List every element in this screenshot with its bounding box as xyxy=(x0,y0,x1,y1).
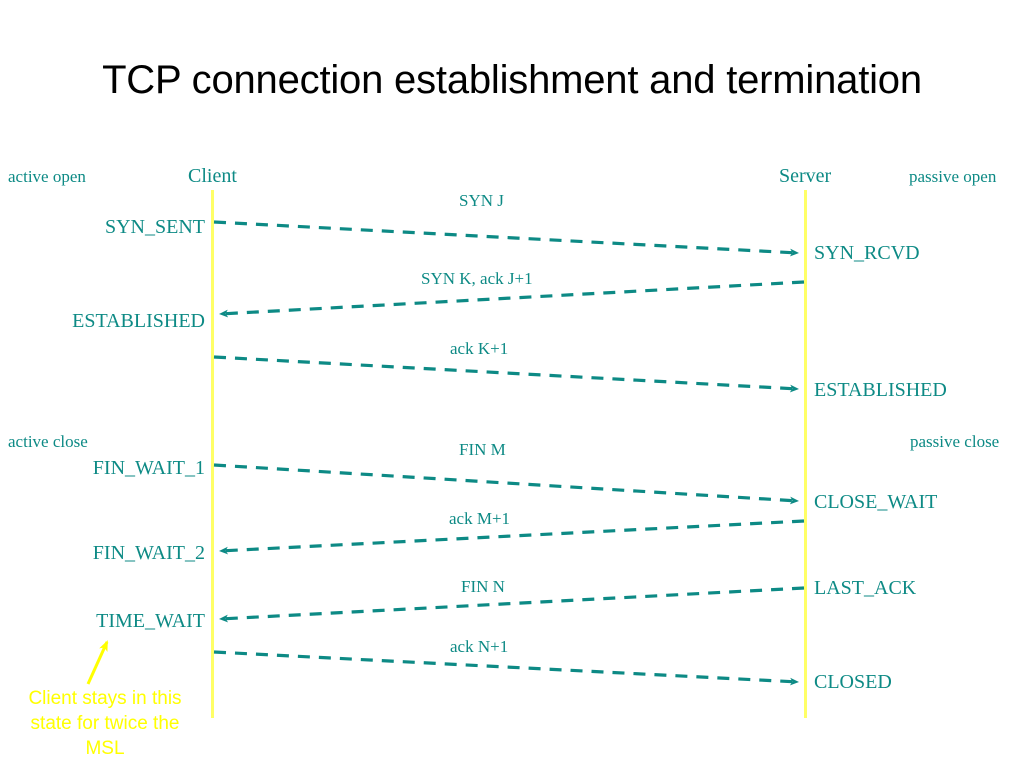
note-active-open: active open xyxy=(8,167,86,186)
message-label-syn-j: SYN J xyxy=(459,191,504,210)
note-passive-open: passive open xyxy=(909,167,997,186)
note-passive-close: passive close xyxy=(910,432,1000,451)
note-active-close: active close xyxy=(8,432,88,451)
server-state-closed: CLOSED xyxy=(814,671,892,693)
client-state-syn-sent: SYN_SENT xyxy=(104,216,205,238)
message-label-fin-n: FIN N xyxy=(461,577,505,596)
message-arrow-ack-n1 xyxy=(213,650,799,686)
server-state-last-ack: LAST_ACK xyxy=(814,577,917,599)
message-arrow-ack-m1 xyxy=(219,519,805,555)
message-arrow-syn-k-ack-j1 xyxy=(219,280,805,318)
message-arrow-syn-j xyxy=(213,220,799,257)
annotation-text: Client stays in this state for twice the… xyxy=(28,688,182,759)
server-state-close-wait: CLOSE_WAIT xyxy=(814,491,938,513)
annotation-arrow xyxy=(86,640,109,685)
client-state-fin-wait-2: FIN_WAIT_2 xyxy=(92,542,205,564)
server-state-syn-rcvd: SYN_RCVD xyxy=(814,242,920,264)
server-lifeline-label: Server xyxy=(779,165,832,187)
message-label-ack-n1: ack N+1 xyxy=(450,637,509,656)
client-state-fin-wait-1: FIN_WAIT_1 xyxy=(92,457,205,479)
client-lifeline-label: Client xyxy=(188,165,237,187)
message-arrow-ack-k1 xyxy=(213,355,799,393)
message-label-ack-k1: ack K+1 xyxy=(450,339,509,358)
message-label-ack-m1: ack M+1 xyxy=(449,509,511,528)
server-state-established: ESTABLISHED xyxy=(814,379,947,401)
client-state-time-wait: TIME_WAIT xyxy=(96,610,205,632)
page-title: TCP connection establishment and termina… xyxy=(102,58,922,102)
message-arrow-fin-m xyxy=(213,463,799,505)
message-arrow-fin-n xyxy=(219,586,805,623)
message-label-fin-m: FIN M xyxy=(459,440,506,459)
message-label-syn-k-ack-j1: SYN K, ack J+1 xyxy=(421,269,533,288)
client-state-established: ESTABLISHED xyxy=(72,310,205,332)
